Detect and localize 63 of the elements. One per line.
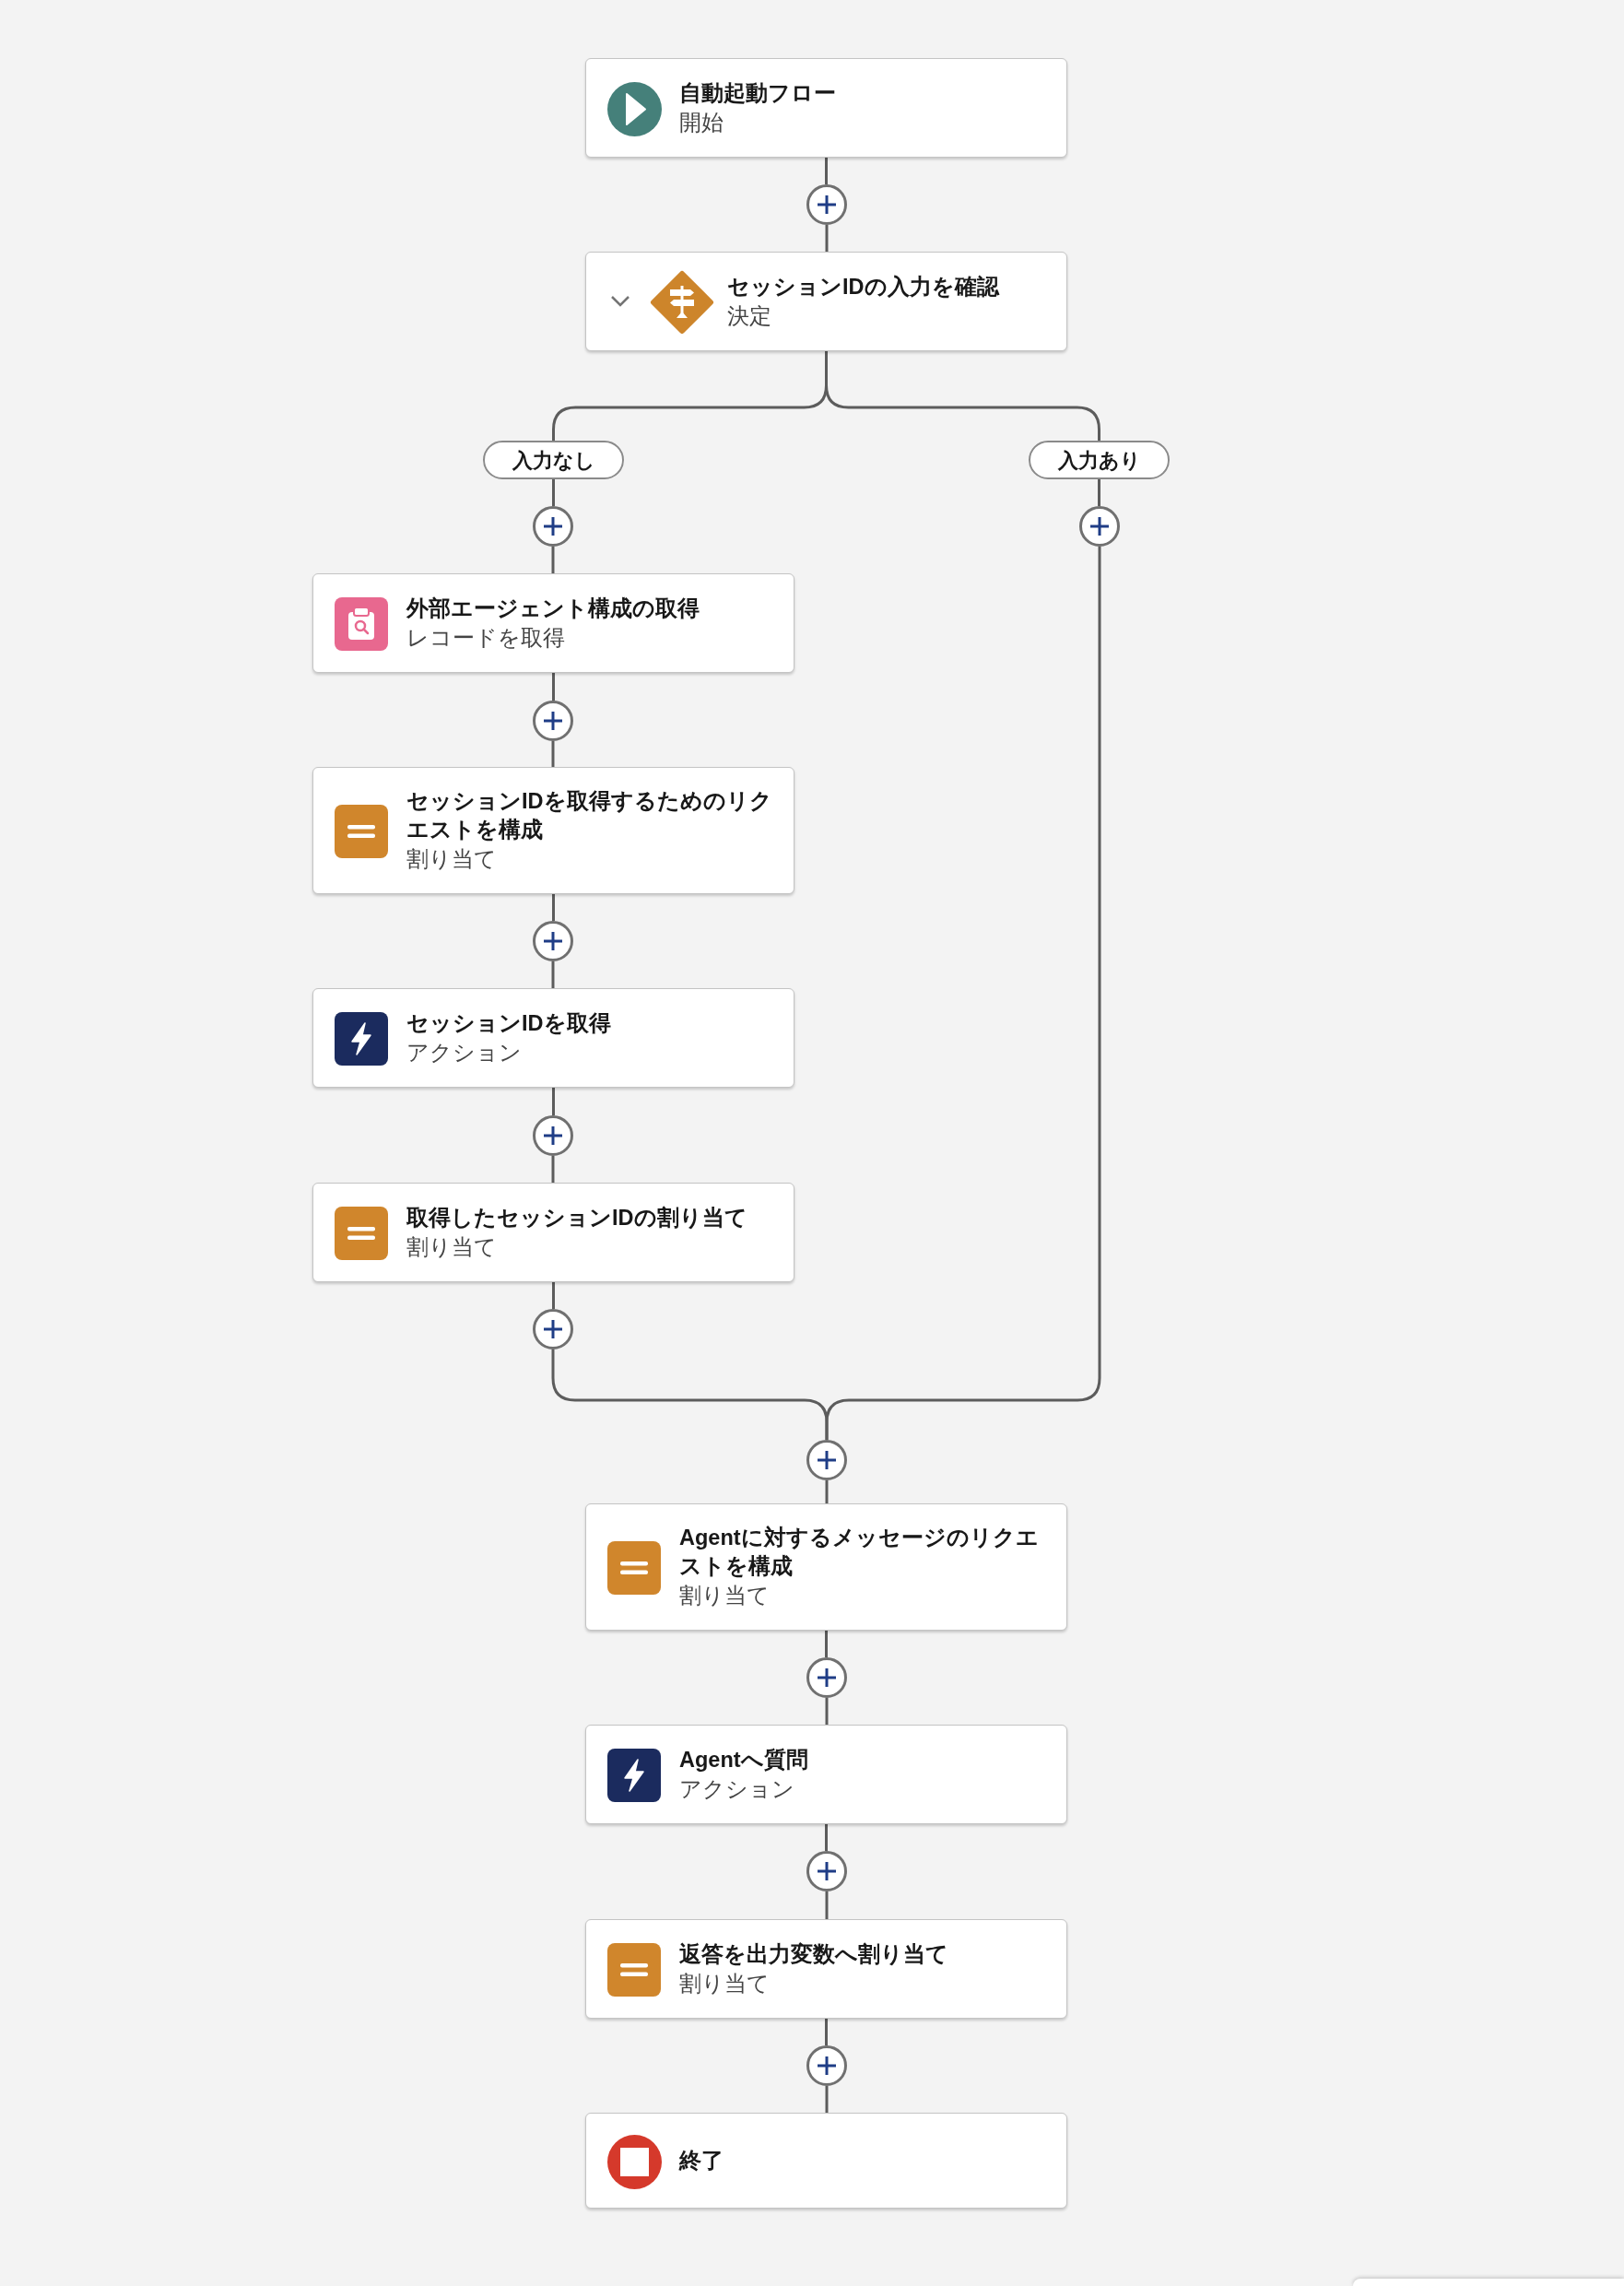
- connector-line: [825, 351, 1100, 441]
- add-button: [533, 701, 573, 741]
- flow-element-card: [585, 1919, 1067, 2019]
- connector-line: [825, 1631, 828, 1657]
- connector-line: [551, 1156, 555, 1183]
- flow-element-card: [312, 573, 794, 673]
- element-type: 割り当て: [406, 846, 497, 873]
- connector-line: [825, 2086, 829, 2113]
- add-button: [806, 1440, 847, 1480]
- element-type: アクション: [406, 1039, 522, 1066]
- connector-line: [825, 158, 828, 184]
- connector-line: [1098, 479, 1100, 506]
- element-title: Agentに対するメッセージのリクエストを構成: [679, 1525, 1040, 1580]
- add-button: [806, 1851, 847, 1891]
- add-button: [806, 184, 847, 225]
- connector-line: [552, 479, 555, 506]
- element-title: 返答を出力変数へ割り当て: [679, 1940, 948, 1968]
- flow-element-card: [312, 767, 794, 894]
- connector-line: [552, 673, 555, 701]
- element-title: Agentへ質問: [679, 1746, 808, 1773]
- element-type: 開始: [679, 109, 724, 136]
- add-button: [533, 1309, 573, 1349]
- connector-line: [552, 1282, 555, 1309]
- element-title: セッションIDを取得: [406, 1009, 611, 1037]
- add-button: [806, 1657, 847, 1698]
- element-type: レコードを取得: [406, 624, 565, 652]
- element-title: セッションIDの入力を確認: [727, 273, 999, 300]
- flow-element-card: [585, 1503, 1067, 1631]
- element-title: 自動起動フロー: [679, 79, 836, 107]
- element-type: 割り当て: [679, 1583, 770, 1609]
- element-title: 外部エージェント構成の取得: [406, 595, 700, 622]
- element-type: 決定: [727, 302, 771, 330]
- element-title: 取得したセッションIDの割り当て: [406, 1204, 747, 1231]
- flow-element-card: [312, 988, 794, 1088]
- connector-line: [825, 1480, 829, 1503]
- add-button: [1079, 506, 1120, 547]
- element-type: アクション: [679, 1775, 794, 1803]
- connector-line: [551, 547, 555, 573]
- branch-label: 入力なし: [483, 441, 624, 479]
- add-button: [533, 1115, 573, 1156]
- connector-line: [552, 1088, 555, 1115]
- connector-line: [552, 894, 555, 921]
- connector-line: [825, 1698, 829, 1725]
- connector-line: [825, 547, 1101, 1440]
- flow-element-card: [585, 1725, 1067, 1824]
- flow-element-card: [585, 2113, 1067, 2209]
- element-title: 終了: [679, 2147, 724, 2174]
- flow-element-card: [585, 252, 1067, 351]
- element-type: 割り当て: [406, 1233, 497, 1261]
- element-title: セッションIDを取得するためのリクエストを構成: [406, 788, 773, 843]
- connector-line: [551, 961, 555, 988]
- connector-line: [825, 2019, 828, 2045]
- connector-line: [825, 225, 829, 252]
- branch-label: 入力あり: [1029, 441, 1170, 479]
- connector-line: [825, 1824, 828, 1851]
- connector-line: [825, 1891, 829, 1919]
- add-button: [533, 921, 573, 961]
- element-type: 割り当て: [679, 1970, 770, 1997]
- add-button: [806, 2045, 847, 2086]
- connector-line: [551, 741, 555, 767]
- flow-element-card: [312, 1183, 794, 1282]
- flow-element-card: [585, 58, 1067, 158]
- add-button: [533, 506, 573, 547]
